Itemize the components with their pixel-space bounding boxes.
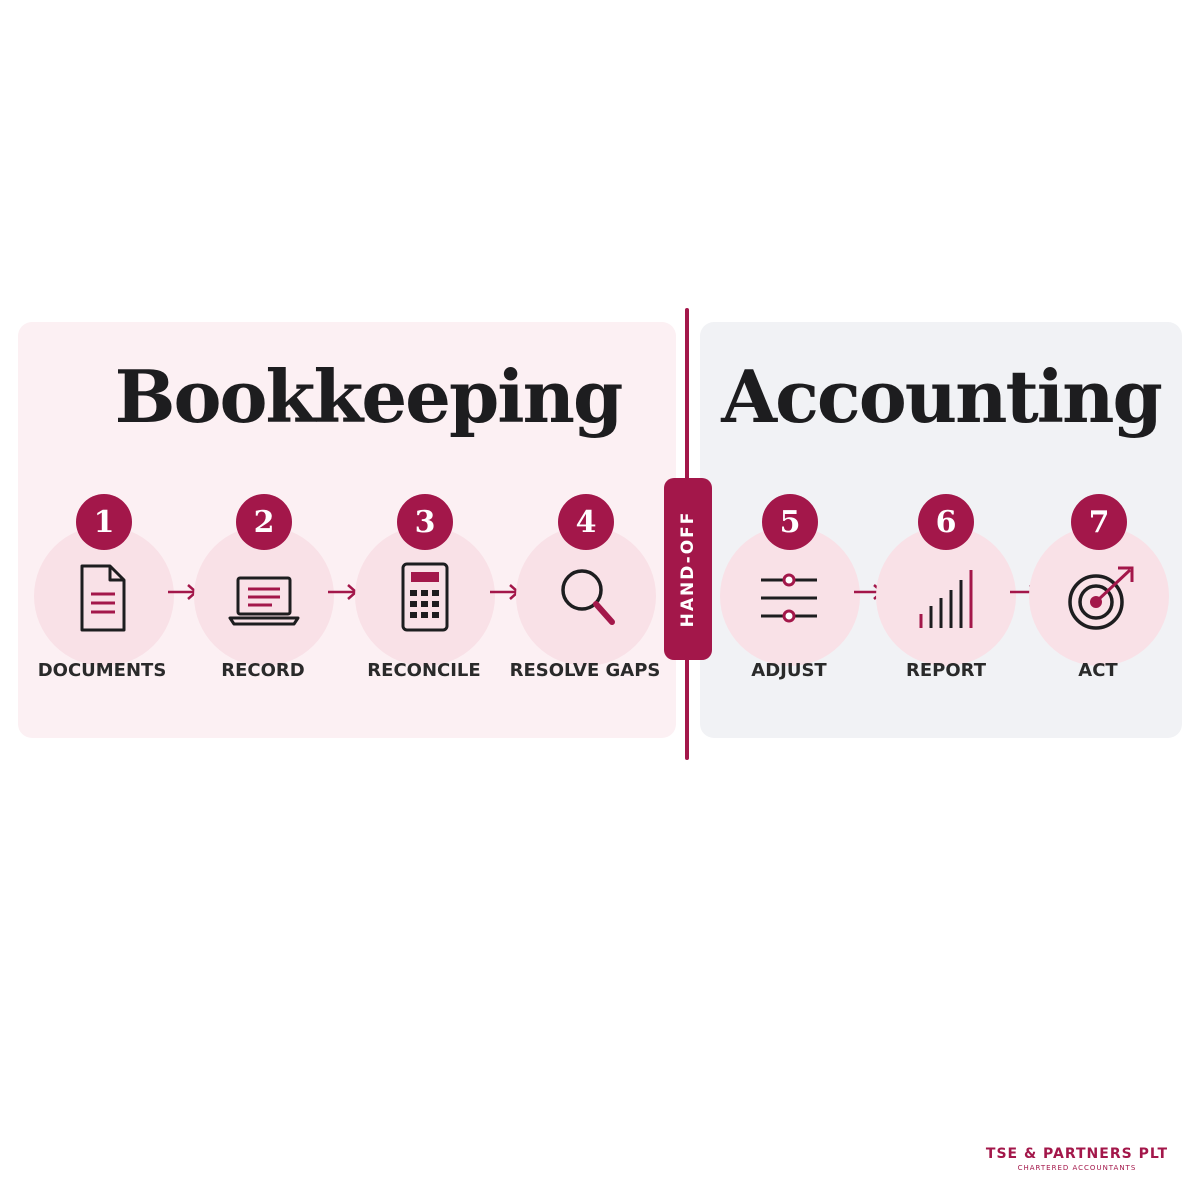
brand-name: TSE & PARTNERS PLT — [985, 1146, 1168, 1162]
step-2-number-badge: 2 — [236, 494, 292, 550]
step-7-label: ACT — [1078, 660, 1118, 681]
brand-tagline: CHARTERED ACCOUNTANTS — [1017, 1164, 1137, 1172]
sliders-icon — [761, 573, 817, 623]
brand-logo: TSE & PARTNERS PLT CHARTERED ACCOUNTANTS — [986, 1146, 1168, 1172]
step-1-label: DOCUMENTS — [37, 660, 167, 681]
laptop-icon — [228, 576, 300, 626]
step-4-number-badge: 4 — [558, 494, 614, 550]
target-arrow-icon — [1068, 566, 1134, 630]
bar-chart-icon — [919, 570, 973, 628]
magnifier-icon — [561, 569, 615, 625]
step-3-label: RECONCILE — [367, 660, 481, 681]
step-1-number-badge: 1 — [76, 494, 132, 550]
document-icon — [80, 564, 126, 632]
step-6-number-badge: 6 — [918, 494, 974, 550]
step-3-number-badge: 3 — [397, 494, 453, 550]
step-5-label: ADJUST — [751, 660, 827, 681]
handoff-label: HAND-OFF — [678, 510, 698, 628]
step-5-number-badge: 5 — [762, 494, 818, 550]
bookkeeping-title: Bookkeeping — [114, 354, 624, 439]
calculator-icon — [401, 562, 449, 632]
step-2-label: RECORD — [221, 660, 305, 681]
step-4-label: RESOLVE GAPS — [509, 660, 661, 681]
accounting-title: Accounting — [721, 354, 1163, 439]
handoff-badge: HAND-OFF — [664, 478, 712, 660]
step-7-number-badge: 7 — [1071, 494, 1127, 550]
step-6-label: REPORT — [906, 660, 986, 681]
